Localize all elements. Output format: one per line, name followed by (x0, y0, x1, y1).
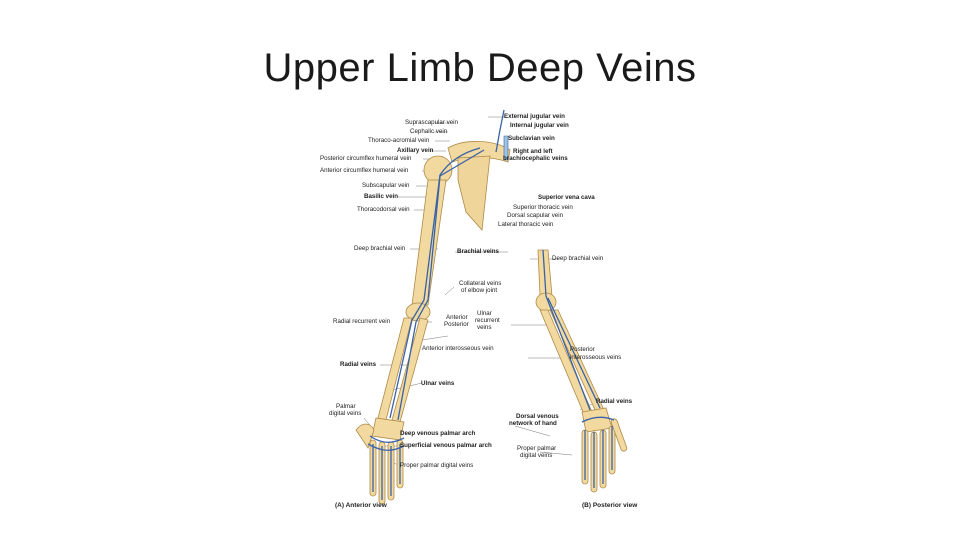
label-ulnar-recurrent-1: Ulnar (477, 310, 492, 317)
label-suprascapular-vein: Suprascapular vein (405, 119, 458, 126)
slide-title: Upper Limb Deep Veins (263, 46, 697, 90)
label-dorsal-scapular-vein: Dorsal scapular vein (507, 212, 564, 219)
label-deep-brachial-vein-right: Deep brachial vein (552, 255, 604, 262)
label-collateral-veins-1: Collateral veins (459, 280, 502, 287)
label-dorsal-venous-2: network of hand (509, 420, 557, 427)
label-ulnar-veins: Ulnar veins (421, 380, 455, 387)
label-ulnar-recurrent-2: recurrent (475, 317, 500, 324)
label-posterior-circumflex-humeral-vein: Posterior circumflex humeral vein (320, 155, 412, 162)
label-dorsal-venous-1: Dorsal venous (516, 413, 559, 420)
label-lateral-thoracic-vein: Lateral thoracic vein (498, 221, 554, 228)
label-palmar-digital-1: Palmar (336, 403, 356, 410)
label-subclavian-vein: Subclavian vein (508, 135, 555, 142)
label-external-jugular-vein: External jugular vein (504, 113, 565, 120)
label-brachiocephalic-2: brachiocephalic veins (503, 155, 568, 162)
label-brachiocephalic-1: Right and left (513, 148, 553, 155)
posterior-limb (535, 249, 628, 493)
label-axillary-vein: Axillary vein (397, 147, 434, 154)
label-ulnar-recurrent-3: veins (477, 324, 492, 331)
label-posterior: Posterior (444, 321, 469, 328)
anterior-limb (355, 109, 511, 505)
label-thoraco-acromial-vein: Thoraco-acromial vein (368, 137, 430, 144)
label-deep-venous-palmar-arch: Deep venous palmar arch (400, 430, 476, 437)
view-label-anterior: (A) Anterior view (335, 502, 387, 509)
label-radial-veins-right: Radial veins (596, 398, 633, 405)
label-palmar-digital-2: digital veins (329, 410, 362, 417)
label-basilic-vein: Basilic vein (364, 193, 399, 200)
label-radial-recurrent-vein: Radial recurrent vein (333, 318, 391, 325)
label-posterior-interosseous-2: interosseous veins (570, 354, 622, 361)
label-proper-palmar-left: Proper palmar digital veins (400, 462, 474, 469)
label-radial-veins-left: Radial veins (340, 361, 377, 368)
label-anterior-circumflex-humeral-vein: Anterior circumflex humeral vein (320, 167, 409, 174)
upper-limb-illustration (355, 109, 628, 505)
label-posterior-interosseous-1: Posterior (570, 346, 595, 353)
label-proper-palmar-right-2: digital veins (520, 452, 553, 459)
label-anterior-interosseous-vein: Anterior interosseous vein (422, 345, 494, 352)
label-thoracodorsal-vein: Thoracodorsal vein (357, 206, 410, 213)
label-deep-brachial-vein-left: Deep brachial vein (354, 245, 406, 252)
label-superior-thoracic-vein: Superior thoracic vein (513, 204, 573, 211)
label-collateral-veins-2: of elbow joint (461, 287, 498, 294)
anatomy-figure: External jugular vein Internal jugular v… (300, 100, 660, 520)
label-superficial-venous-palmar-arch: Superficial venous palmar arch (400, 442, 492, 449)
label-subscapular-vein: Subscapular vein (362, 182, 410, 189)
label-anterior: Anterior (446, 314, 468, 321)
label-superior-vena-cava: Superior vena cava (538, 194, 595, 201)
label-cephalic-vein: Cephalic vein (410, 128, 448, 135)
label-proper-palmar-right-1: Proper palmar (517, 445, 557, 452)
view-label-posterior: (B) Posterior view (582, 502, 638, 509)
label-brachial-veins: Brachial veins (457, 248, 499, 255)
label-internal-jugular-vein: Internal jugular vein (510, 122, 569, 129)
